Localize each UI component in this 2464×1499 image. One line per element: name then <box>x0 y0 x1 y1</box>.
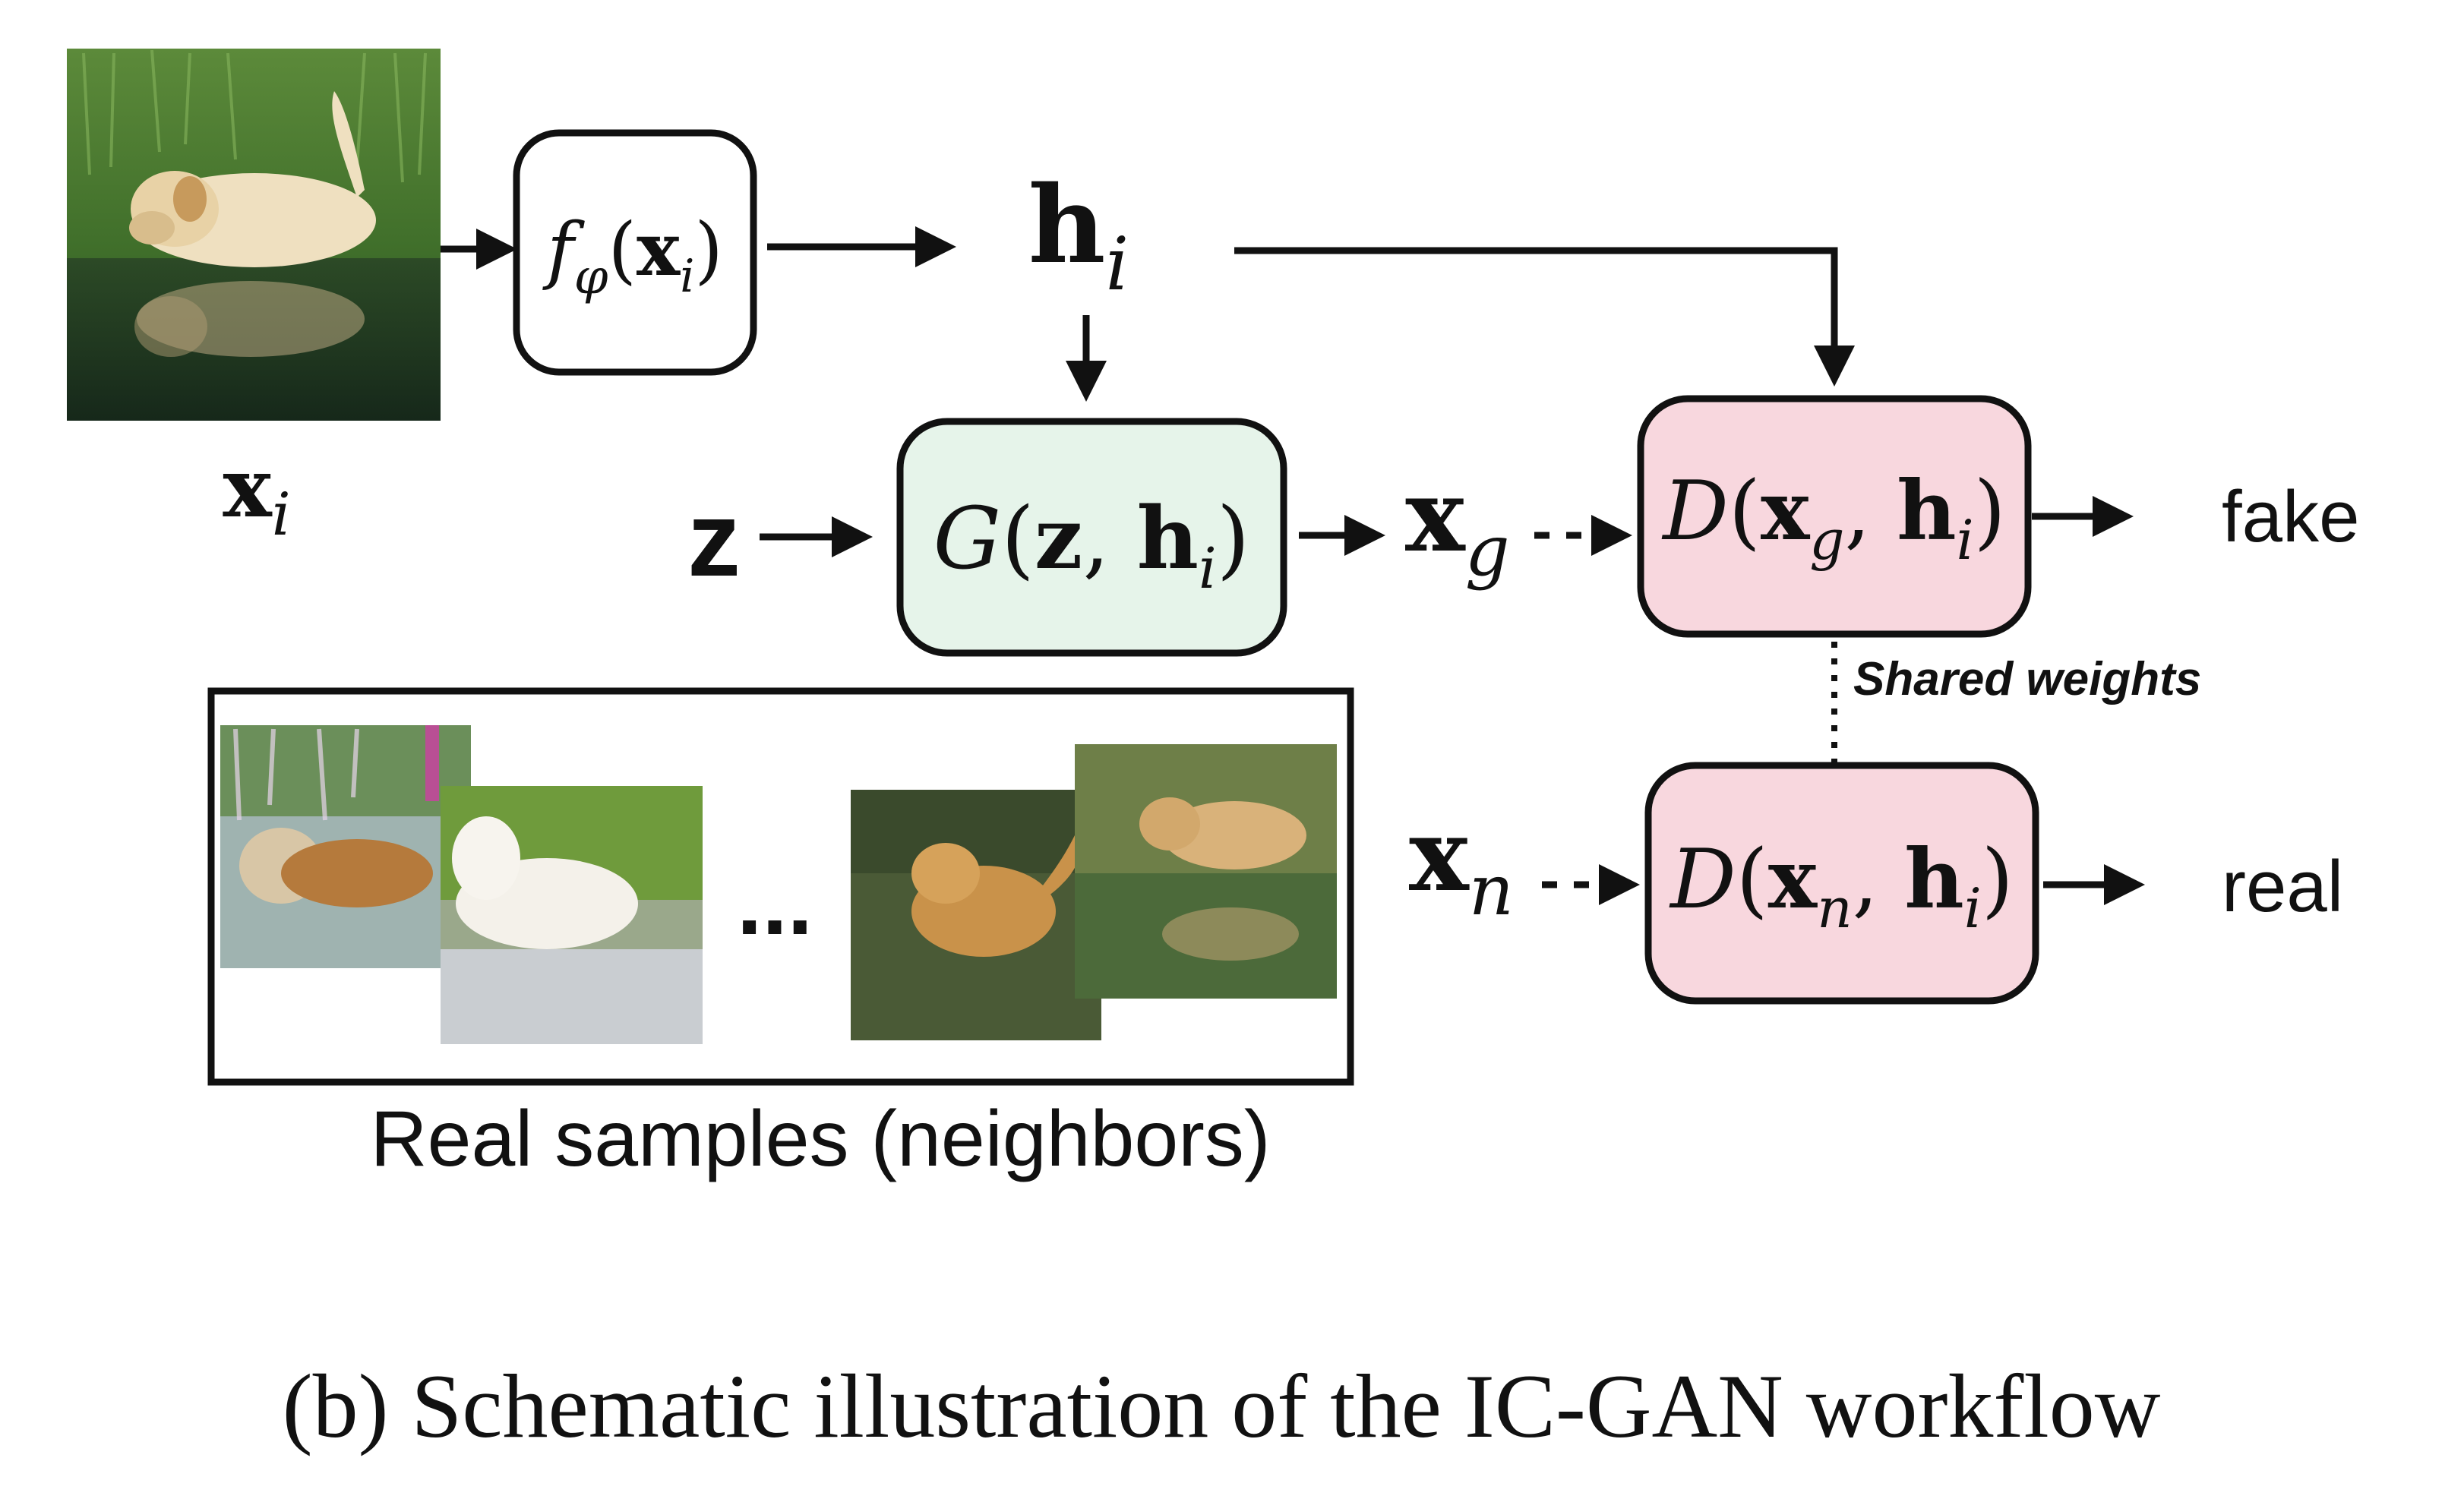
discriminator-fake-formula: D(xg, hi) <box>1661 463 2006 572</box>
figure-caption: (b) Schematic illustration of the IC-GAN… <box>283 1355 2161 1456</box>
neighbor-image <box>441 786 703 1044</box>
output-fake-label: fake <box>2222 476 2359 557</box>
discriminator-real-formula: D(xn, hi) <box>1669 832 2014 940</box>
encoder-formula: fφ(xi) <box>542 207 723 305</box>
generated-sample-label: xg <box>1405 457 1510 592</box>
discriminator-real-box <box>1644 762 2039 1005</box>
neighbor-image <box>851 790 1101 1040</box>
output-real-label: real <box>2222 846 2343 927</box>
discriminator-fake-box <box>1637 395 2032 638</box>
input-image-label: xi <box>223 440 290 549</box>
neighbor-image <box>220 725 471 968</box>
neighbor-image <box>1075 744 1337 999</box>
noise-label: z <box>687 479 741 598</box>
encoder-box <box>513 129 757 376</box>
input-image <box>67 49 441 421</box>
arrow-embedding-to-discriminator <box>1234 247 1855 387</box>
generator-formula: G(z, hi) <box>933 489 1250 601</box>
generator-box <box>896 418 1287 657</box>
neighbors-box <box>207 687 1354 1086</box>
embedding-label: hi <box>1028 163 1129 307</box>
neighbors-ellipsis: ... <box>737 852 813 954</box>
neighbors-label: Real samples (neighbors) <box>371 1095 1271 1183</box>
neighbor-sample-label: xn <box>1409 797 1514 931</box>
shared-weights-label: Shared weights <box>1853 653 2201 705</box>
svg-text:xi: xi <box>223 440 290 549</box>
